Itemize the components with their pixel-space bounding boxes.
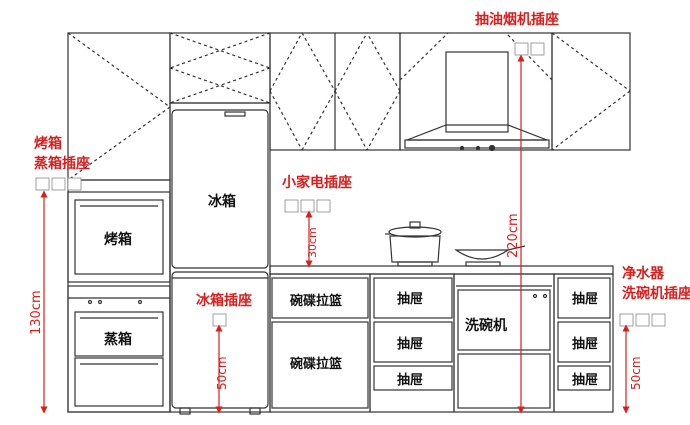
- dim-counter-gap: 30cm: [306, 227, 319, 258]
- drawer-label-1: 抽屉: [397, 291, 423, 307]
- dishwasher-label: 洗碗机: [465, 317, 507, 334]
- dim-hood-height: 220cm: [506, 213, 521, 258]
- upper-cabinet-mid: [269, 32, 401, 151]
- drawer-label-3: 抽屉: [397, 372, 423, 388]
- oven-socket-label-1: 烤箱: [34, 135, 62, 152]
- dim-purifier-socket: 50cm: [629, 356, 643, 390]
- upper-cabinet-fridge-top: [169, 32, 271, 104]
- socket-oven-icon: [35, 177, 82, 191]
- countertop: [269, 265, 614, 275]
- range-hood: [404, 51, 550, 152]
- drawer-label-r3: 抽屉: [572, 372, 598, 388]
- upper-cabinet-right: [551, 32, 631, 151]
- fridge-label: 冰箱: [208, 193, 236, 210]
- bowl-basket-label-1: 碗碟拉篮: [290, 293, 342, 309]
- oven-socket-label-2: 蒸箱插座: [34, 155, 90, 172]
- fridge-socket-label: 冰箱插座: [196, 292, 252, 309]
- socket-purifier-icon: [619, 313, 666, 327]
- socket-fridge-icon: [212, 313, 227, 327]
- dim-oven-height: 130cm: [29, 290, 44, 335]
- purifier-socket-label-1: 净水器: [622, 265, 665, 282]
- bowl-basket-label-2: 碗碟拉篮: [290, 356, 342, 372]
- purifier-socket-label-2: 洗碗机插座: [622, 285, 690, 302]
- tall-unit-left: [67, 179, 171, 413]
- drawer-label-r1: 抽屉: [572, 291, 598, 307]
- socket-appliance-icon: [284, 199, 331, 213]
- hood-socket-label: 抽油烟机插座: [475, 11, 559, 28]
- socket-hood-icon: [514, 42, 545, 56]
- dim-fridge-socket: 50cm: [215, 356, 229, 390]
- appliance-socket-label: 小家电插座: [282, 174, 352, 191]
- pressure-cooker: [385, 221, 442, 267]
- oven-label: 烤箱: [104, 231, 132, 248]
- base-cabinets: [269, 273, 614, 413]
- drawer-label-r2: 抽屉: [572, 336, 598, 352]
- drawer-label-2: 抽屉: [397, 336, 423, 352]
- steamer-label: 蒸箱: [104, 331, 132, 348]
